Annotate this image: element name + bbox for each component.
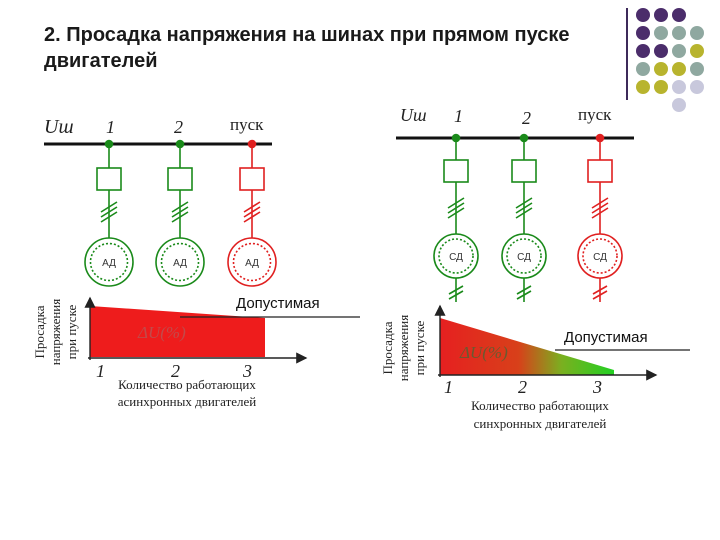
decor-dot: [672, 80, 686, 94]
left-motor-label-1: 1: [106, 117, 115, 137]
left-motor-type-1: АД: [102, 258, 116, 269]
left-motor-label-start: пуск: [230, 115, 264, 134]
right-x-tick-2: 2: [518, 377, 527, 397]
decor-dot: [672, 44, 686, 58]
right-allowed-label: Допустимая: [564, 329, 648, 346]
decor-dot: [672, 98, 686, 112]
right-motor-type-start: СД: [593, 252, 607, 263]
left-motor-branch-start: [227, 139, 277, 287]
left-voltage-drop-area: [90, 306, 265, 357]
decor-dot: [654, 80, 668, 94]
left-motor-label-2: 2: [174, 117, 183, 137]
slide-title: 2. Просадка напряжения на шинах при прям…: [44, 24, 570, 72]
decor-dot: [654, 62, 668, 76]
left-x-tick-2: 2: [171, 361, 180, 381]
decor-dot: [672, 8, 686, 22]
right-motor-label-1: 1: [454, 106, 463, 126]
right-motor-type-1: СД: [449, 252, 463, 263]
right-y-label-line-2: напряжения: [396, 315, 411, 381]
left-bar-label: ΔU(%): [137, 323, 186, 342]
decor-dot: [636, 26, 650, 40]
left-y-label-line-2: напряжения: [48, 299, 63, 365]
decor-dot: [690, 44, 704, 58]
right-x-tick-1: 1: [444, 377, 453, 397]
right-motor-branch-2: [501, 133, 547, 302]
right-motor-label-start: пуск: [578, 105, 612, 124]
right-bus-label: Uш: [400, 105, 427, 125]
decor-dot: [654, 8, 668, 22]
left-x-tick-1: 1: [96, 361, 105, 381]
decor-dot: [690, 80, 704, 94]
decor-dot: [636, 62, 650, 76]
left-allowed-label: Допустимая: [236, 295, 320, 312]
left-x-tick-3: 3: [242, 361, 252, 381]
left-y-label-line-3: при пуске: [64, 304, 79, 359]
left-x-label-line-2: асинхронных двигателей: [118, 394, 257, 409]
right-motor-type-2: СД: [517, 252, 531, 263]
decor-dot: [672, 26, 686, 40]
decor-dot: [690, 62, 704, 76]
right-x-label-line-1: Количество работающих: [471, 398, 609, 413]
right-motor-branch-1: [433, 133, 479, 302]
left-motor-branch-1: [84, 139, 134, 287]
decor-dot: [636, 44, 650, 58]
right-motor-label-2: 2: [522, 108, 531, 128]
left-motor-type-start: АД: [245, 258, 259, 269]
left-y-label-line-1: Просадка: [32, 305, 47, 358]
decor-dot: [690, 26, 704, 40]
decor-dot: [654, 26, 668, 40]
left-x-label-line-1: Количество работающих: [118, 377, 256, 392]
right-motor-branch-start: [577, 133, 623, 302]
right-x-tick-3: 3: [592, 377, 602, 397]
left-motor-type-2: АД: [173, 258, 187, 269]
decor-divider: [626, 8, 628, 100]
right-y-label-line-1: Просадка: [380, 321, 395, 374]
left-motor-branch-2: [155, 139, 205, 287]
left-y-label: Просадка напряжения при пуске: [32, 299, 79, 365]
left-bus-label: Uш: [44, 116, 74, 138]
right-bar-label: ΔU(%): [459, 343, 508, 362]
decor-dot: [654, 44, 668, 58]
right-diagram: Uш 1 2 пуск СД: [380, 105, 690, 431]
right-y-label-line-3: при пуске: [412, 320, 427, 375]
decor-dot: [636, 8, 650, 22]
right-y-label: Просадка напряжения при пуске: [380, 315, 427, 381]
left-diagram: Uш 1 2 пуск АД: [32, 115, 360, 409]
decor-dot: [636, 80, 650, 94]
right-x-label-line-2: синхронных двигателей: [474, 416, 607, 431]
right-voltage-drop-area: [440, 318, 614, 375]
decor-dot: [672, 62, 686, 76]
